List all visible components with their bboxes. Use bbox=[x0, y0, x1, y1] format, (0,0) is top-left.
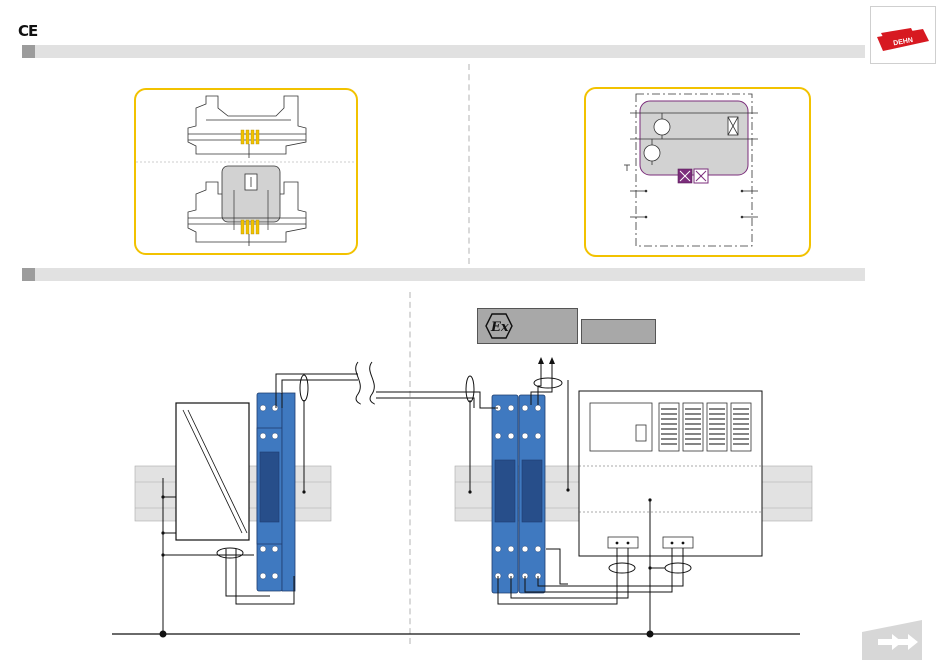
transmitter-device bbox=[176, 403, 249, 540]
terminal-block-1 bbox=[608, 537, 638, 548]
surge-protection-module-right-2 bbox=[519, 395, 545, 593]
next-page-arrow-icon[interactable] bbox=[862, 620, 922, 660]
terminal-block-2 bbox=[663, 537, 693, 548]
surge-protection-module-right-1 bbox=[492, 395, 518, 593]
surge-protection-module-left bbox=[257, 393, 295, 591]
control-system-device bbox=[579, 391, 762, 556]
